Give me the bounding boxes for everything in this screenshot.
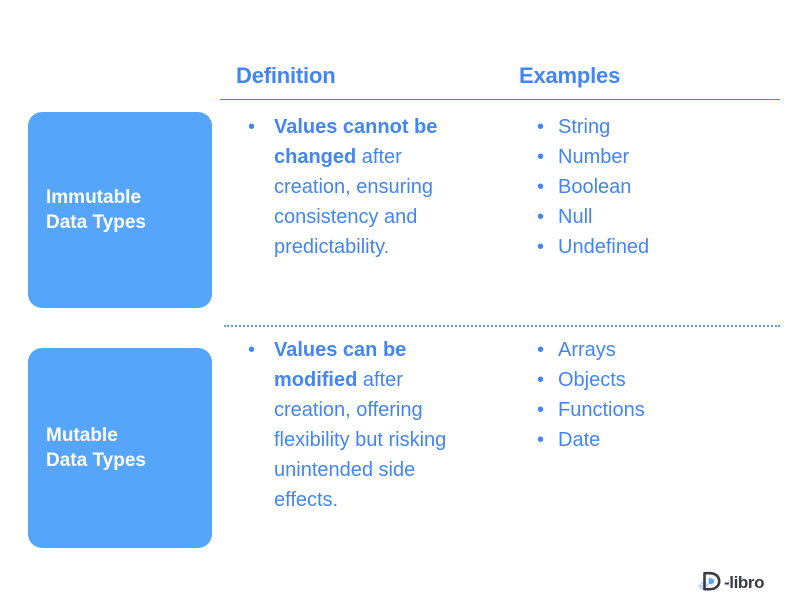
definition-lead-text: Values can be modified — [274, 339, 407, 391]
d-libro-logo-icon — [698, 571, 721, 591]
list-item: • Values can be modified after creation, … — [244, 335, 479, 515]
list-item: • Objects — [534, 365, 774, 395]
example-label: Objects — [558, 369, 626, 391]
example-label: Number — [558, 146, 630, 168]
list-item: • Date — [534, 425, 774, 455]
example-label: String — [558, 116, 611, 138]
list-item: • Values cannot be changed after creation… — [244, 112, 479, 262]
example-label: Arrays — [558, 339, 616, 361]
bullet-icon: • — [537, 369, 545, 391]
bullet-icon: • — [248, 339, 256, 361]
examples-cell-immutable: • String • Number • Boolean • Null • Und… — [534, 112, 774, 262]
examples-cell-mutable: • Arrays • Objects • Functions • Date — [534, 335, 774, 455]
list-item: • Number — [534, 142, 774, 172]
brand-logo: -libro — [697, 569, 764, 593]
list-item: • Functions — [534, 395, 774, 425]
table-row-label-card-mutable: Mutable Data Types — [28, 348, 212, 548]
bullet-icon: • — [537, 339, 545, 361]
example-label: Undefined — [558, 236, 650, 258]
bullet-icon: • — [537, 429, 545, 451]
definition-lead-text: Values cannot be changed — [274, 116, 438, 168]
example-label: Date — [558, 429, 601, 451]
list-item: • Arrays — [534, 335, 774, 365]
example-label: Functions — [558, 399, 645, 421]
column-header-examples: Examples — [519, 63, 621, 88]
definition-cell-mutable: • Values can be modified after creation, … — [244, 335, 479, 515]
bullet-icon: • — [537, 176, 545, 198]
list-item: • String — [534, 112, 774, 142]
list-item: • Null — [534, 202, 774, 232]
header-underline-divider — [220, 99, 780, 100]
definition-rest-text: after creation, offering flexibility but… — [274, 369, 447, 511]
bullet-icon: • — [537, 116, 545, 138]
logo-wordmark: -libro — [724, 572, 765, 592]
bullet-icon: • — [537, 399, 545, 421]
definition-cell-immutable: • Values cannot be changed after creation… — [244, 112, 479, 262]
list-item: • Boolean — [534, 172, 774, 202]
card-label-text: Mutable Data Types — [46, 424, 146, 471]
column-header-definition: Definition — [236, 63, 336, 88]
table-header-row: Definition Examples — [220, 63, 780, 95]
row-divider — [224, 325, 780, 327]
definition-rest-text: after creation, ensuring consistency and… — [274, 146, 433, 258]
bullet-icon: • — [537, 146, 545, 168]
card-label-text: Immutable Data Types — [46, 186, 146, 233]
bullet-icon: • — [248, 116, 256, 138]
example-label: Null — [558, 206, 593, 228]
table-row-label-card-immutable: Immutable Data Types — [28, 112, 212, 308]
example-label: Boolean — [558, 176, 632, 198]
bullet-icon: • — [537, 236, 545, 258]
list-item: • Undefined — [534, 232, 774, 262]
bullet-icon: • — [537, 206, 545, 228]
